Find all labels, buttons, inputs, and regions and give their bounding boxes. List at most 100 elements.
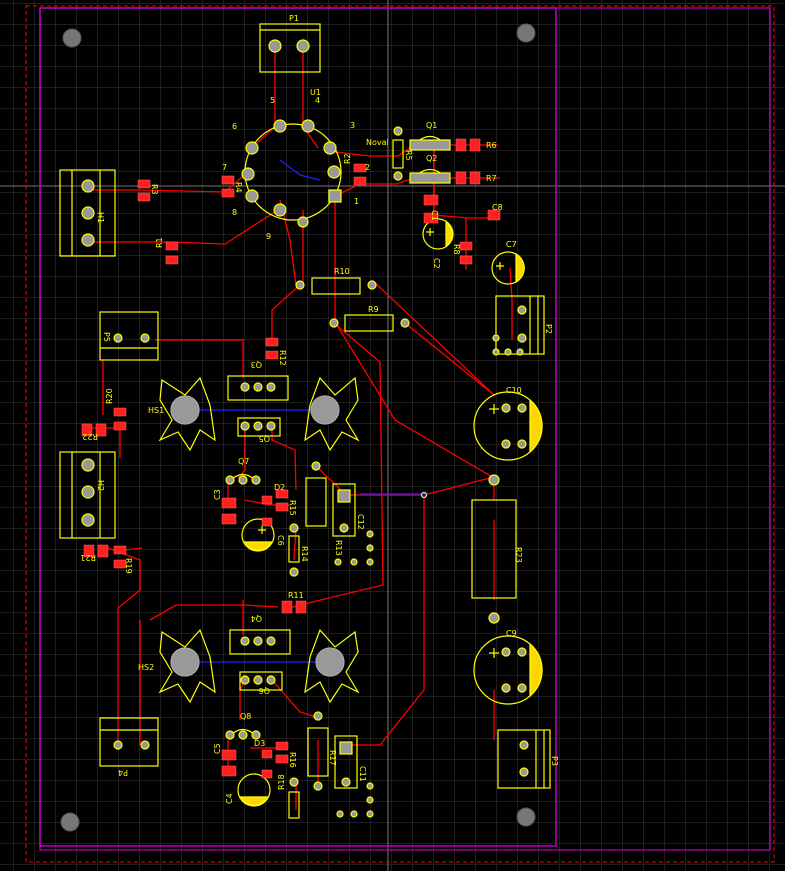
label-c4: C4 [225,793,234,804]
label-r15: R15 [288,500,297,516]
capacitor-c7[interactable] [491,251,525,285]
reference-labels: P1 U1 5 4 6 3 7 2 8 1 9 Noval Q1 Q2 R5 R… [80,14,559,804]
label-r2: R2 [343,153,352,164]
label-d2: D2 [274,483,285,492]
label-r4: R4 [234,182,243,193]
vias [420,491,428,499]
label-q5: Q5 [259,434,270,443]
label-c6: C6 [276,535,285,546]
transistor-q2[interactable] [409,168,451,184]
label-noval: Noval [366,138,389,147]
label-p4: P4 [118,768,128,777]
label-c11: C11 [358,766,367,782]
transistor-q1[interactable] [409,135,451,151]
connector-p4[interactable] [99,717,159,767]
label-r7: R7 [486,174,497,183]
label-pin5: 5 [270,96,275,105]
label-c7: C7 [506,240,517,249]
transistor-q7[interactable] [225,473,261,485]
label-q8: Q8 [240,712,251,721]
capacitor-c4[interactable] [237,773,271,807]
label-hs1: HS1 [148,406,164,415]
resistor-r13[interactable] [305,461,327,527]
label-r18: R18 [277,774,286,790]
label-c2: C2 [432,258,441,269]
label-c12: C12 [356,514,365,530]
label-r1: R1 [155,237,164,248]
label-r5: R5 [404,150,413,161]
label-p5: P5 [102,332,111,342]
label-d3: D3 [254,739,265,748]
polarity-marks [258,228,504,658]
label-r6: R6 [486,141,497,150]
label-pin9: 9 [266,232,271,241]
label-r20: R20 [105,388,114,404]
label-r11: R11 [288,591,304,600]
capacitor-c12[interactable] [332,483,374,566]
label-h1: H1 [96,212,105,223]
connector-h1[interactable] [59,169,116,257]
label-r9: R9 [368,305,379,314]
label-r3: R3 [150,184,159,195]
heatsink-hs1[interactable] [158,375,360,452]
label-pin2: 2 [365,163,370,172]
connector-p3[interactable] [497,729,551,789]
keepout-outline [25,5,775,863]
resistor-r9[interactable] [329,314,410,332]
label-q6: Q6 [259,686,270,695]
bottom-traces [185,159,424,663]
label-q3: Q3 [251,360,262,369]
label-r16: R16 [288,752,297,768]
resistor-r10[interactable] [295,277,377,295]
resistor-r18[interactable] [288,777,300,819]
label-r13: R13 [334,540,343,556]
connector-p1[interactable] [259,23,321,73]
label-c9: C9 [506,629,517,638]
label-q4: Q4 [251,614,262,623]
label-p3: P3 [550,756,559,766]
capacitor-c6[interactable] [241,518,275,552]
label-pin4: 4 [315,96,320,105]
transistor-q8[interactable] [225,728,261,740]
label-r14: R14 [300,546,309,562]
label-c3: C3 [213,489,222,500]
label-r22: R22 [82,432,98,441]
mounting-holes [60,23,536,832]
capacitor-c10[interactable] [473,391,543,461]
label-r19: R19 [124,558,133,574]
smd-pads [81,138,501,779]
connector-p5[interactable] [99,311,159,361]
tube-socket-u1[interactable] [241,119,342,228]
label-c10: C10 [506,386,522,395]
label-pin7: 7 [222,163,227,172]
label-pin8: 8 [232,208,237,217]
heatsink-hs2[interactable] [158,628,360,704]
label-r8: R8 [452,244,461,255]
resistor-r14[interactable] [288,523,300,577]
capacitor-c9[interactable] [473,635,543,705]
label-h2: H2 [96,480,105,491]
label-c8: C8 [492,203,503,212]
label-q2: Q2 [426,154,437,163]
capacitor-c11[interactable] [334,735,374,818]
label-c5: C5 [213,743,222,754]
label-q7: Q7 [238,457,249,466]
label-pin3: 3 [350,121,355,130]
label-p2: P2 [544,324,553,334]
label-hs2: HS2 [138,663,154,672]
connector-p2[interactable] [492,295,545,356]
label-p1: P1 [289,14,299,23]
label-r21: R21 [80,553,96,562]
resistor-r23[interactable] [471,474,517,624]
label-pin1: 1 [354,197,359,206]
label-c1: C1 [430,210,439,221]
label-u1: U1 [310,88,321,97]
label-q1: Q1 [426,121,437,130]
resistor-r17[interactable] [307,711,329,791]
label-r10: R10 [334,267,350,276]
label-r17: R17 [328,750,337,766]
connector-h2[interactable] [59,451,116,539]
resistor-r5[interactable] [392,126,404,181]
